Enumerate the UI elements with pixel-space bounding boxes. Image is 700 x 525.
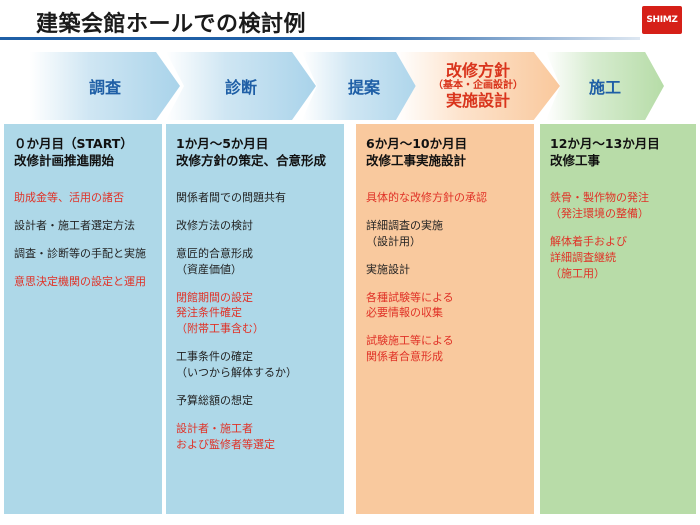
column-start: ０か月目（START） 改修計画推進開始 助成金等、活用の諸否設計者・施工者選定… xyxy=(4,124,162,514)
column-heading-line1: ０か月目（START） xyxy=(14,136,133,151)
column-heading: 6か月〜10か月目 改修工事実施設計 xyxy=(366,136,526,170)
column-policy: 1か月〜5か月目 改修方針の策定、合意形成 関係者間での問題共有改修方法の検討意… xyxy=(166,124,344,514)
phase-arrow-design: 改修方針 （基本・企画設計） 実施設計 xyxy=(396,52,560,120)
phase-label: 施工 xyxy=(588,78,621,97)
task-item: 工事条件の確定 （いつから解体するか） xyxy=(176,350,297,380)
phase-arrow-survey: 調査 xyxy=(30,52,180,120)
column-heading: 1か月〜5か月目 改修方針の策定、合意形成 xyxy=(176,136,336,170)
task-item: 意匠的合意形成 （資産価値） xyxy=(176,246,253,276)
phase-arrow-construction: 施工 xyxy=(546,52,664,120)
task-item: 鉄骨・製作物の発注 （発注環境の整備） xyxy=(550,190,649,220)
task-item: 意思決定機関の設定と運用 xyxy=(14,274,146,288)
phase-label-line1: 改修方針 xyxy=(445,60,510,80)
task-item: 具体的な改修方針の承認 xyxy=(366,190,487,204)
phase-arrow-diagnosis: 診断 xyxy=(166,52,316,120)
task-item: 助成金等、活用の諸否 xyxy=(14,190,124,204)
task-item: 設計者・施工者選定方法 xyxy=(14,218,135,232)
column-items: 助成金等、活用の諸否設計者・施工者選定方法調査・診断等の手配と実施意思決定機関の… xyxy=(14,190,154,290)
column-heading-line2: 改修計画推進開始 xyxy=(14,152,115,168)
column-heading-line2: 改修方針の策定、合意形成 xyxy=(176,152,327,168)
title-underline xyxy=(0,37,640,40)
phase-label: 提案 xyxy=(347,78,380,97)
task-item: 各種試験等による 必要情報の収集 xyxy=(366,290,454,320)
task-item: 試験施工等による 関係者合意形成 xyxy=(366,334,454,364)
task-item: 解体着手および 詳細調査継続 （施工用） xyxy=(550,234,627,280)
column-heading: 12か月〜13か月目 改修工事 xyxy=(550,136,688,170)
column-heading-line1: 12か月〜13か月目 xyxy=(550,136,660,151)
column-heading-line1: 6か月〜10か月目 xyxy=(366,136,468,151)
task-item: 設計者・施工者 および監修者等選定 xyxy=(176,422,275,452)
column-heading-line2: 改修工事実施設計 xyxy=(366,152,467,168)
phase-label: 調査 xyxy=(88,78,121,97)
phase-label-design: 改修方針 （基本・企画設計） 実施設計 xyxy=(433,60,523,110)
task-item: 閉館期間の設定 発注条件確定 （附帯工事含む） xyxy=(176,290,264,336)
task-item: 調査・診断等の手配と実施 xyxy=(14,246,146,260)
company-logo: SHIMZ xyxy=(642,6,682,34)
phase-label-sub: （基本・企画設計） xyxy=(433,80,523,92)
phase-arrows: 調査 診断 提案 改修方針 （基本・企画設計） 実施設計 施工 xyxy=(0,52,700,120)
column-design: 6か月〜10か月目 改修工事実施設計 具体的な改修方針の承認詳細調査の実施 （設… xyxy=(356,124,534,514)
column-items: 具体的な改修方針の承認詳細調査の実施 （設計用） 実施設計各種試験等による 必要情… xyxy=(366,190,526,366)
column-heading: ０か月目（START） 改修計画推進開始 xyxy=(14,136,154,170)
column-construction: 12か月〜13か月目 改修工事 鉄骨・製作物の発注 （発注環境の整備） 解体着手お… xyxy=(540,124,696,514)
column-items: 関係者間での問題共有改修方法の検討意匠的合意形成 （資産価値） 閉館期間の設定 発… xyxy=(176,190,336,453)
task-item: 関係者間での問題共有 xyxy=(176,190,286,204)
logo-text: SHIMZ xyxy=(646,15,678,25)
task-item: 予算総額の想定 xyxy=(176,394,253,408)
phase-label-line2: 実施設計 xyxy=(445,90,510,110)
task-item: 改修方法の検討 xyxy=(176,218,253,232)
column-heading-line2: 改修工事 xyxy=(550,152,601,168)
task-item: 詳細調査の実施 （設計用） xyxy=(366,218,443,248)
phase-label: 診断 xyxy=(224,78,257,97)
column-heading-line1: 1か月〜5か月目 xyxy=(176,136,269,151)
column-items: 鉄骨・製作物の発注 （発注環境の整備） 解体着手および 詳細調査継続 （施工用） xyxy=(550,190,688,282)
page-title: 建築会館ホールでの検討例 xyxy=(36,12,307,37)
task-item: 実施設計 xyxy=(366,262,410,276)
